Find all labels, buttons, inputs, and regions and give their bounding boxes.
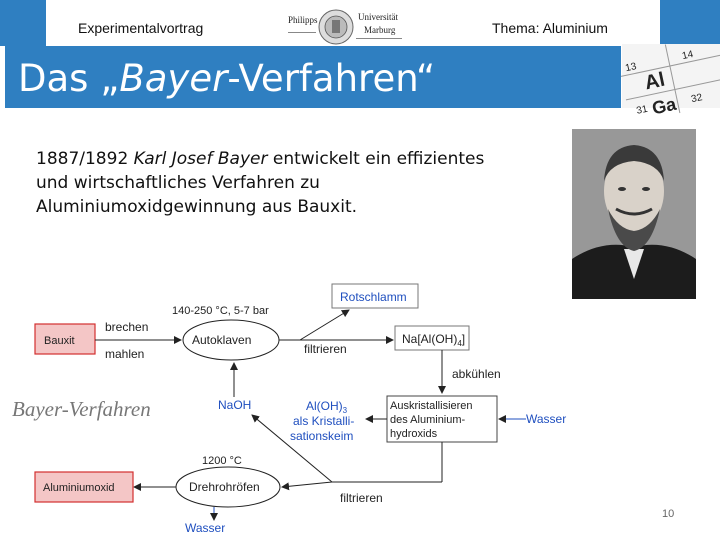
- seal-icon: [318, 9, 354, 45]
- naoh-label: NaOH: [218, 398, 251, 412]
- crystallization-line-1: Auskristallisieren: [390, 400, 473, 412]
- slide-title: Das „Bayer-Verfahren“: [18, 57, 436, 100]
- condition-temperature: 1200 °C: [202, 455, 242, 467]
- periodic-number: 14: [681, 49, 695, 62]
- title-band: [5, 46, 621, 108]
- periodic-number: 32: [690, 92, 704, 105]
- step-abkuehlen: abkühlen: [452, 367, 501, 381]
- logo-text-left: Philipps: [288, 15, 318, 25]
- condition-pressure: 140-250 °C, 5-7 bar: [172, 305, 269, 317]
- periodic-symbol: Ga: [650, 94, 679, 119]
- crystallization-line-3: hydroxids: [390, 428, 438, 440]
- step-brechen: brechen: [105, 320, 148, 334]
- aluminate-box: [394, 325, 470, 351]
- header-topic-label: Thema: Aluminium: [492, 20, 608, 36]
- page-number: 10: [662, 508, 675, 520]
- rotschlamm-label: Rotschlamm: [340, 290, 407, 304]
- periodic-symbol: Al: [643, 69, 667, 95]
- seed-label-line-3: sationskeim: [290, 429, 353, 443]
- header-event-label: Experimentalvortrag: [78, 20, 204, 36]
- aluminiumoxid-label: Aluminiumoxid: [43, 482, 115, 494]
- seed-label-line-1: Al(OH)3: [306, 399, 348, 415]
- aluminiumoxid-box: [34, 471, 134, 503]
- logo-text-right-top: Universität: [358, 12, 398, 22]
- university-logo: Philipps Universität Marburg: [288, 6, 406, 48]
- periodic-table-image: 13 Al 14 31 Ga 32: [620, 44, 720, 118]
- bayer-process-diagram: Bayer-Verfahren Bauxit brechen mahlen 14…: [12, 283, 566, 535]
- step-filtrieren-1: filtrieren: [304, 342, 347, 356]
- wasser-input-label: Wasser: [526, 412, 566, 426]
- process-label: Bayer-Verfahren: [12, 397, 151, 421]
- bauxit-box: [34, 323, 96, 355]
- seed-label-line-2: als Kristalli-: [293, 414, 354, 428]
- autoklaven-label: Autoklaven: [192, 333, 251, 347]
- portrait-photo: [572, 129, 696, 299]
- step-mahlen: mahlen: [105, 347, 144, 361]
- header-accent-left: [0, 0, 46, 46]
- bauxit-label: Bauxit: [44, 335, 75, 347]
- intro-paragraph: 1887/1892 Karl Josef Bayer entwickelt ei…: [36, 149, 485, 217]
- aluminate-label: Na[Al(OH)4]: [402, 332, 465, 348]
- header-accent-right: [660, 0, 720, 46]
- crystallization-line-2: des Aluminium-: [390, 414, 466, 426]
- logo-text-right-bottom: Marburg: [364, 25, 396, 35]
- step-filtrieren-2: filtrieren: [340, 491, 383, 505]
- wasser-output-label: Wasser: [185, 521, 225, 535]
- periodic-number: 31: [635, 104, 649, 117]
- drehrohroefen-label: Drehrohröfen: [189, 480, 260, 494]
- rotschlamm-box: [331, 283, 419, 309]
- periodic-number: 13: [624, 61, 638, 74]
- crystallization-box: [386, 395, 498, 443]
